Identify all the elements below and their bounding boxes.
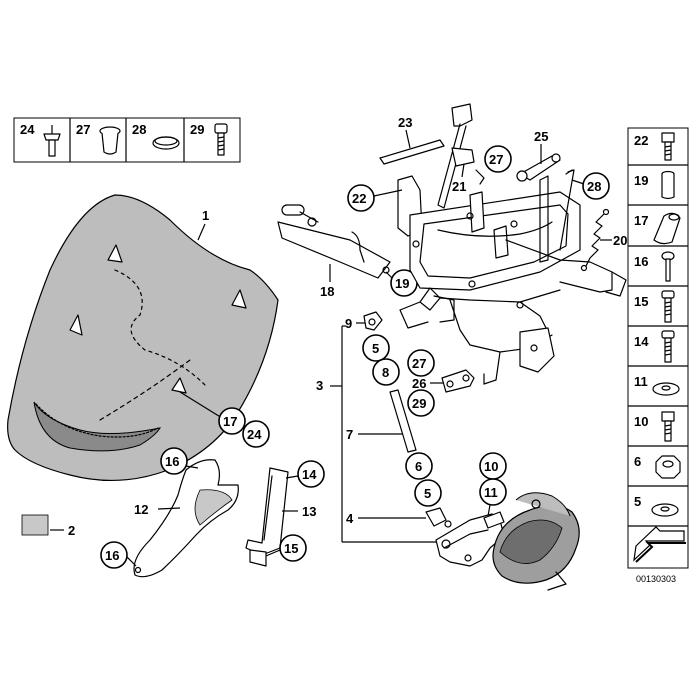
part-label-16b: 16 bbox=[105, 548, 119, 563]
part-label-26: 26 bbox=[412, 376, 426, 391]
part-label-17: 17 bbox=[223, 414, 237, 429]
washer-icon bbox=[652, 382, 680, 396]
side-bracket-left bbox=[133, 459, 239, 578]
pad-part bbox=[21, 514, 49, 536]
part-label-20: 20 bbox=[613, 233, 627, 248]
socket-screw-icon bbox=[661, 132, 675, 161]
rubber-cap-icon bbox=[653, 212, 681, 245]
side-legend-label-19: 19 bbox=[634, 173, 648, 188]
part-label-21: 21 bbox=[452, 179, 466, 194]
part-label-25: 25 bbox=[534, 129, 548, 144]
top-legend-label-27: 27 bbox=[76, 122, 90, 137]
drive-motor bbox=[435, 492, 580, 591]
part-label-27b: 27 bbox=[412, 356, 426, 371]
part-label-27a: 27 bbox=[489, 152, 503, 167]
reference-number: 00130303 bbox=[636, 574, 676, 584]
socket-screw-icon bbox=[661, 411, 675, 442]
part-label-16a: 16 bbox=[165, 454, 179, 469]
rod-part bbox=[379, 139, 445, 165]
callout-circle-15 bbox=[279, 534, 307, 562]
part-label-1: 1 bbox=[202, 208, 209, 223]
side-legend-label-6: 6 bbox=[634, 454, 641, 469]
callout-circle-29 bbox=[407, 389, 435, 417]
part-label-11: 11 bbox=[484, 485, 498, 500]
callout-circle-28 bbox=[582, 172, 610, 200]
side-legend: 22 19 17 16 15 14 11 10 6 5 bbox=[627, 127, 689, 569]
callout-circle-14 bbox=[297, 460, 325, 488]
part-label-10: 10 bbox=[484, 459, 498, 474]
part-label-12: 12 bbox=[134, 502, 148, 517]
side-legend-label-10: 10 bbox=[634, 414, 648, 429]
part-label-3: 3 bbox=[316, 378, 323, 393]
callout-circle-17 bbox=[218, 407, 246, 435]
callout-circle-24 bbox=[242, 420, 270, 448]
part-label-19: 19 bbox=[395, 276, 409, 291]
hinge-part bbox=[451, 147, 485, 185]
part-label-7: 7 bbox=[346, 427, 353, 442]
top-legend-label-29: 29 bbox=[190, 122, 204, 137]
part-label-14: 14 bbox=[302, 467, 317, 482]
part-label-4: 4 bbox=[346, 511, 354, 526]
callout-circle-27b bbox=[407, 349, 435, 377]
part-label-6: 6 bbox=[415, 459, 422, 474]
part-label-29: 29 bbox=[412, 396, 426, 411]
callout-circle-22 bbox=[347, 184, 375, 212]
nut-icon bbox=[655, 455, 681, 479]
callout-circle-27a bbox=[484, 145, 512, 173]
part-label-9: 9 bbox=[345, 316, 352, 331]
part-label-5a: 5 bbox=[372, 341, 379, 356]
arrow-icon bbox=[633, 526, 686, 563]
part-label-13: 13 bbox=[302, 504, 316, 519]
callout-circle-6 bbox=[405, 452, 433, 480]
pin-icon bbox=[661, 251, 675, 282]
mounting-bracket bbox=[277, 204, 391, 279]
callout-circle-11 bbox=[479, 478, 507, 506]
part-label-2: 2 bbox=[68, 523, 75, 538]
support-frame bbox=[397, 103, 627, 385]
clip-part bbox=[363, 311, 383, 331]
top-legend-label-28: 28 bbox=[132, 122, 146, 137]
side-legend-label-5: 5 bbox=[634, 494, 641, 509]
top-legend-label-24: 24 bbox=[20, 122, 35, 137]
side-legend-label-14: 14 bbox=[634, 334, 649, 349]
part-label-5b: 5 bbox=[424, 486, 431, 501]
rivet-icon bbox=[43, 125, 61, 157]
side-legend-label-17: 17 bbox=[634, 213, 648, 228]
part-label-18: 18 bbox=[320, 284, 334, 299]
callout-circle-5a bbox=[362, 334, 390, 362]
callout-circle-5b bbox=[414, 479, 442, 507]
windscreen bbox=[7, 194, 279, 482]
side-legend-label-22: 22 bbox=[634, 133, 648, 148]
screw-icon bbox=[661, 290, 675, 323]
link-part bbox=[441, 369, 475, 393]
callout-circle-16a bbox=[160, 447, 188, 475]
side-legend-label-16: 16 bbox=[634, 254, 648, 269]
spring-part bbox=[580, 208, 610, 272]
screw-icon bbox=[214, 123, 228, 156]
washer-icon bbox=[651, 503, 679, 517]
side-legend-label-15: 15 bbox=[634, 294, 648, 309]
part-label-8: 8 bbox=[382, 365, 389, 380]
clip-ring-icon bbox=[152, 136, 180, 150]
callout-circle-8 bbox=[372, 358, 400, 386]
part-label-15: 15 bbox=[284, 541, 298, 556]
part-label-28: 28 bbox=[587, 179, 601, 194]
bushing-icon bbox=[661, 170, 675, 200]
callout-circle-16b bbox=[100, 541, 128, 569]
rod-part bbox=[389, 389, 417, 453]
side-bracket-right bbox=[245, 467, 289, 567]
part-label-22: 22 bbox=[352, 191, 366, 206]
bolt-part bbox=[425, 507, 452, 528]
grommet-icon bbox=[99, 126, 121, 155]
part-label-23: 23 bbox=[398, 115, 412, 130]
screw-icon bbox=[661, 330, 675, 363]
top-legend: 24 27 28 29 bbox=[13, 117, 241, 163]
part-label-24: 24 bbox=[247, 427, 262, 442]
lever-part bbox=[516, 153, 573, 182]
side-legend-label-11: 11 bbox=[634, 374, 648, 389]
